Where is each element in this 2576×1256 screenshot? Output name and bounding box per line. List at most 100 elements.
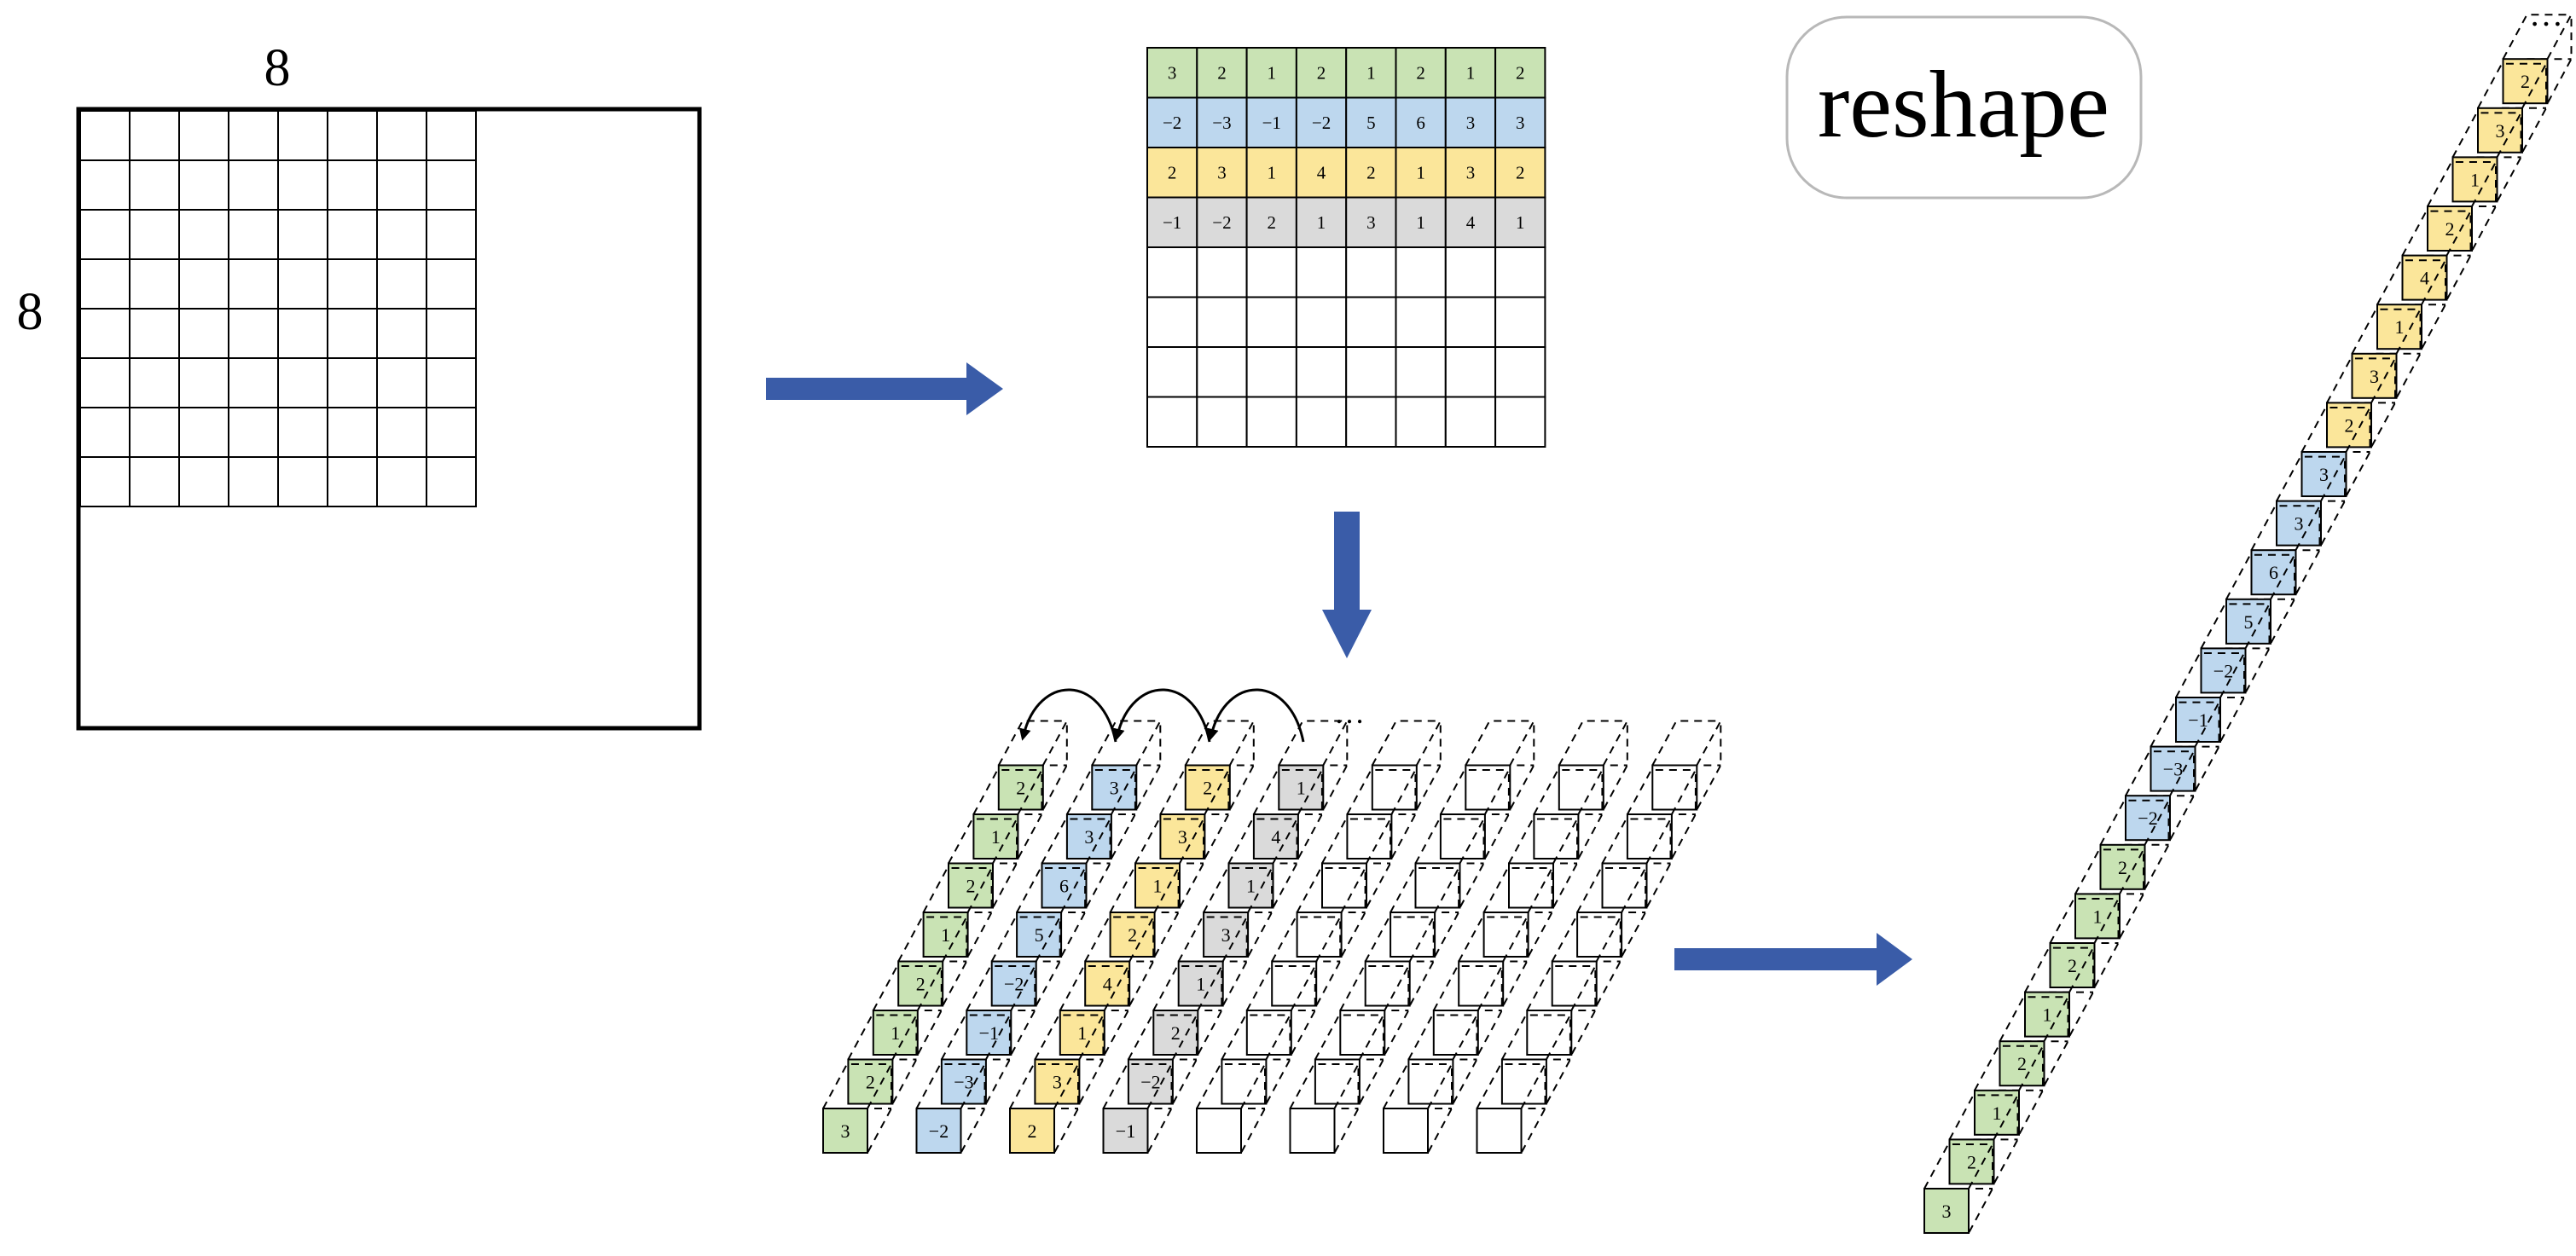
matrix-cell [1395,47,1447,99]
cube-value: 1 [1297,778,1306,799]
cube-edge [1621,867,1647,958]
cube-edge [2144,800,2170,890]
matrix-cell-value: 2 [1366,162,1376,182]
matrix-cell [1345,196,1397,248]
cube: 6 [2250,505,2321,596]
cube-face [1321,862,1367,909]
cube-edge [847,1014,917,1060]
matrix-cell [1395,196,1447,248]
matrix-cell [1245,396,1297,448]
matrix-cell [1295,296,1348,348]
matrix-cell [1196,196,1248,248]
cube-face [1601,862,1648,909]
matrix-cell-value: −2 [1212,212,1231,233]
cube-face [1177,960,1224,1007]
cube-value: 2 [2118,857,2127,878]
cube-face [1227,862,1274,909]
reshape-box: reshape [1785,15,2143,200]
cube-edge [1346,769,1416,815]
matrix-cell [1345,47,1397,99]
cube: 2 [2502,14,2573,105]
cube-value: 2 [1016,778,1025,799]
cube-edge [1010,965,1036,1056]
cube-value: 2 [866,1072,875,1093]
cube-face [1184,764,1231,811]
cube-value: −3 [954,1072,973,1093]
cube-face [872,1010,919,1056]
cube-edge [2521,63,2547,153]
cube: 1 [1974,1045,2044,1136]
cube-edge [1595,917,1622,1006]
cube-edge [1084,916,1154,962]
cube: −3 [940,1014,1011,1105]
cube-edge [2370,357,2396,448]
cube: 1 [1227,818,1298,909]
cube: 3 [1065,769,1136,860]
cube-edge [2351,308,2421,355]
cube-edge [1627,769,1696,815]
cube-face [1390,912,1436,958]
cube [1500,1014,1571,1105]
cube-edge [1476,1063,1546,1109]
cube-edge [1434,867,1460,958]
cube-value: 4 [1271,826,1280,848]
cube-edge [1477,965,1503,1056]
matrix-cell [1494,47,1546,99]
cube-edge [1078,1015,1105,1104]
cube-edge [1111,769,1136,860]
cube-value: 1 [1153,876,1163,897]
cube-face [1059,1010,1105,1056]
cube-edge [941,1014,1010,1060]
cube-edge [1290,965,1316,1056]
cube: −2 [990,916,1061,1007]
cube-edge [1035,917,1061,1006]
image-block: 8 8 [17,39,702,731]
cube-edge [1459,819,1485,908]
cube-face [2125,795,2171,842]
cube [1626,769,1697,860]
cube-edge [2250,505,2320,551]
cube-face [847,1058,894,1105]
cube: 1 [1059,965,1129,1056]
cube-edge [1520,1063,1546,1154]
cube-edge [1102,1063,1172,1109]
cube [1651,720,1722,811]
cube-edge [2276,455,2345,502]
reshape-label: reshape [1818,52,2109,158]
cube-edge [2024,946,2093,993]
reshape-frame [1785,15,2143,200]
cube-value: 3 [2370,366,2379,387]
cube-value: −2 [1140,1072,1160,1093]
cube [1196,1063,1266,1154]
cube-edge [1017,769,1043,860]
cube-value: 2 [1128,924,1137,946]
matrix-cell [1196,346,1248,398]
cube-edge [1053,1063,1079,1154]
cube-edge [960,1063,986,1154]
cube-edge [2068,947,2094,1038]
cube-edge [1009,1063,1078,1109]
cube-edge [1558,720,1627,766]
matrix-cell [1494,196,1546,248]
cube-edge [1085,819,1111,908]
matrix-cell [1395,246,1447,298]
cube-face [2250,549,2297,596]
cube [1465,720,1535,811]
cube-face [1948,1138,1995,1185]
cube-edge [2043,996,2069,1086]
curve-arrow-3 [1206,688,1305,743]
cube [1407,1014,1478,1105]
cube-face [2049,942,2096,988]
cube-edge [1601,818,1671,864]
cube-value: 3 [2319,464,2329,485]
matrix-cell-value: 1 [1317,212,1326,233]
cube: −1 [1102,1063,1173,1154]
matrix-cell [1444,396,1497,448]
cube-face [972,813,1019,860]
cube: 3 [1034,1014,1105,1105]
cube-edge [2074,848,2144,894]
cube-face [2351,352,2398,399]
cube-edge [1577,769,1604,860]
cube-edge [1066,769,1135,815]
